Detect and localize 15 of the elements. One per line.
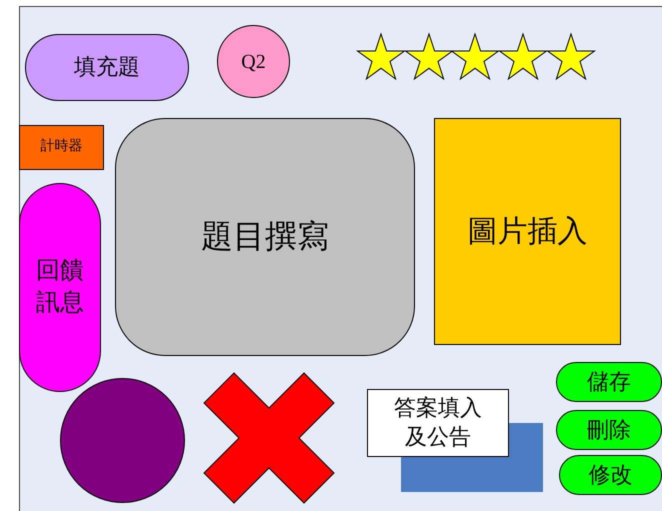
question-editor-panel: 題目撰寫 — [115, 118, 415, 356]
cross-icon — [204, 373, 334, 503]
star-icon — [451, 34, 499, 79]
star-icon — [547, 34, 595, 79]
star-icon — [499, 34, 547, 79]
delete-button: 刪除 — [556, 410, 662, 450]
feedback-pill: 回饋訊息 — [19, 183, 101, 392]
answer-panel: 答案填入及公告 — [367, 389, 509, 457]
image-insert-panel: 圖片插入 — [434, 118, 621, 345]
edit-button: 修改 — [559, 455, 662, 495]
timer-box: 計時器 — [19, 125, 104, 170]
save-button: 儲存 — [556, 362, 662, 402]
star-icon — [357, 34, 405, 79]
question-type-pill: 填充題 — [25, 34, 189, 101]
star-icon — [405, 34, 453, 79]
